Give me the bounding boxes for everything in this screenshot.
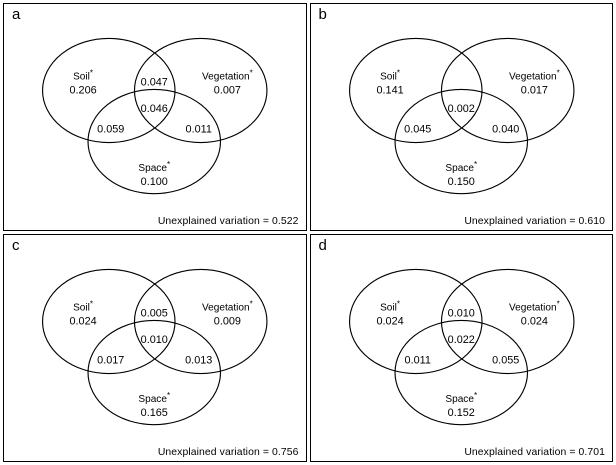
soil-vegetation-intersection-value: 0.005	[141, 308, 168, 320]
soil-ellipse	[348, 37, 483, 144]
space-label: Space*	[138, 391, 171, 405]
vegetation-ellipse	[133, 37, 268, 144]
venn-diagram-a: Soil* 0.206 Vegetation* 0.007 Space* 0.1…	[41, 37, 268, 195]
unexplained-variation-d: Unexplained variation = 0.701	[464, 447, 605, 458]
soil-value: 0.024	[376, 315, 403, 327]
vegetation-label: Vegetation*	[202, 300, 254, 314]
panel-letter-d: d	[318, 237, 327, 254]
space-label: Space*	[138, 160, 171, 174]
soil-vegetation-space-intersection-value: 0.002	[447, 103, 474, 115]
space-label: Space*	[445, 160, 478, 174]
vegetation-label: Vegetation*	[509, 69, 561, 83]
venn-diagram-c: Soil* 0.024 Vegetation* 0.009 Space* 0.1…	[41, 268, 268, 426]
soil-ellipse	[41, 37, 176, 144]
unexplained-variation-b: Unexplained variation = 0.610	[464, 216, 605, 227]
soil-space-intersection-value: 0.059	[97, 124, 124, 136]
space-value: 0.150	[447, 176, 474, 188]
vegetation-value: 0.009	[214, 315, 241, 327]
soil-value: 0.024	[69, 315, 96, 327]
panel-b: b Soil* 0.141 Vegetation* 0.017 Space* 0…	[309, 3, 613, 231]
soil-label: Soil*	[380, 300, 401, 314]
space-label: Space*	[445, 391, 478, 405]
space-value: 0.165	[141, 407, 168, 419]
space-value: 0.152	[447, 407, 474, 419]
panel-d: d Soil* 0.024 Vegetation* 0.024 Space* 0…	[309, 234, 613, 462]
vegetation-space-intersection-value: 0.011	[186, 124, 212, 136]
venn-diagram-b: Soil* 0.141 Vegetation* 0.017 Space* 0.1…	[348, 37, 575, 195]
soil-ellipse	[41, 268, 176, 375]
vegetation-ellipse	[440, 37, 575, 144]
vegetation-space-intersection-value: 0.055	[492, 355, 519, 367]
venn-diagram-d: Soil* 0.024 Vegetation* 0.024 Space* 0.1…	[348, 268, 575, 426]
soil-ellipse	[348, 268, 483, 375]
panel-letter-a: a	[12, 6, 21, 23]
panel-letter-b: b	[318, 6, 327, 23]
soil-label: Soil*	[73, 300, 94, 314]
space-ellipse	[393, 319, 528, 426]
soil-label: Soil*	[380, 69, 401, 83]
vegetation-label: Vegetation*	[509, 300, 561, 314]
vegetation-label: Vegetation*	[202, 69, 254, 83]
vegetation-space-intersection-value: 0.040	[492, 124, 519, 136]
soil-space-intersection-value: 0.011	[404, 355, 430, 367]
vegetation-value: 0.024	[520, 315, 547, 327]
panel-c: c Soil* 0.024 Vegetation* 0.009 Space* 0…	[3, 234, 307, 462]
soil-vegetation-space-intersection-value: 0.022	[447, 334, 474, 346]
space-ellipse	[87, 319, 222, 426]
soil-space-intersection-value: 0.017	[97, 355, 124, 367]
vegetation-space-intersection-value: 0.013	[185, 355, 212, 367]
space-ellipse	[393, 88, 528, 195]
space-ellipse	[87, 88, 222, 195]
vegetation-value: 0.007	[214, 84, 241, 96]
soil-value: 0.206	[69, 84, 96, 96]
soil-value: 0.141	[376, 84, 403, 96]
soil-vegetation-space-intersection-value: 0.046	[141, 103, 168, 115]
vegetation-ellipse	[440, 268, 575, 375]
soil-space-intersection-value: 0.045	[404, 124, 431, 136]
soil-vegetation-intersection-value: 0.010	[447, 308, 474, 320]
vegetation-value: 0.017	[520, 84, 547, 96]
unexplained-variation-a: Unexplained variation = 0.522	[157, 216, 299, 227]
panel-letter-c: c	[12, 237, 20, 254]
soil-vegetation-intersection-value: 0.047	[141, 77, 168, 89]
soil-label: Soil*	[73, 69, 94, 83]
vegetation-ellipse	[133, 268, 268, 375]
soil-vegetation-space-intersection-value: 0.010	[141, 334, 168, 346]
space-value: 0.100	[141, 176, 168, 188]
panel-a: a Soil* 0.206 Vegetation* 0.007 Space* 0…	[3, 3, 307, 231]
unexplained-variation-c: Unexplained variation = 0.756	[157, 447, 299, 458]
